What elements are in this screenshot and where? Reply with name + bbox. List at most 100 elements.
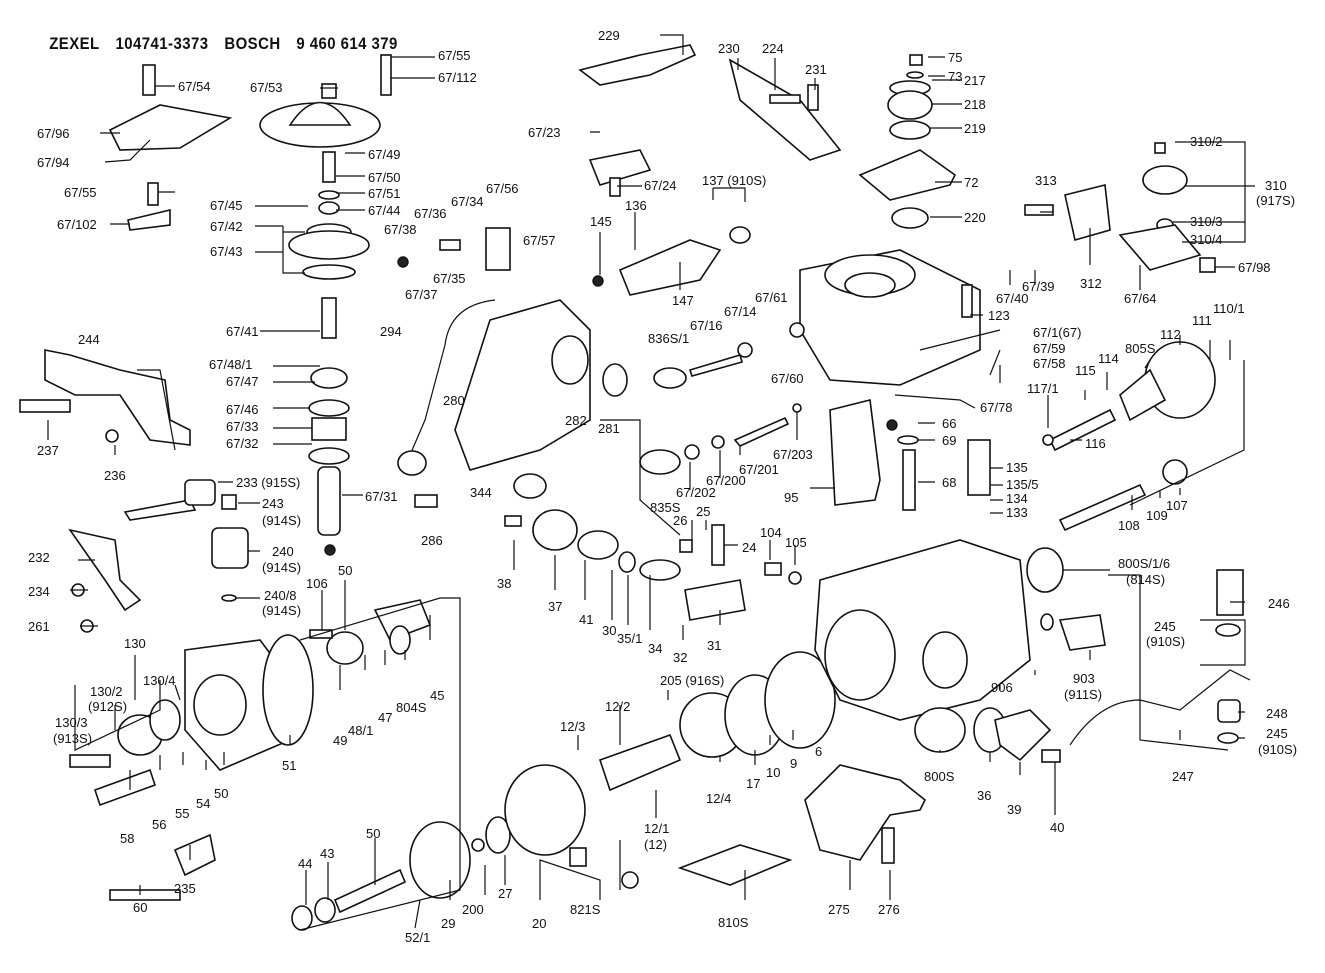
label-805S: 805S xyxy=(1125,341,1156,356)
seat-219 xyxy=(889,120,931,140)
shaft-108 xyxy=(1058,483,1147,532)
screw-67-24 xyxy=(609,177,621,197)
label-67-57: 67/57 xyxy=(523,233,556,248)
diaphragm-67-43 xyxy=(288,230,370,260)
label-49: 49 xyxy=(333,733,347,748)
label-9: 9 xyxy=(790,756,797,771)
label-276: 276 xyxy=(878,902,900,917)
label-67-56: 67/56 xyxy=(486,181,519,196)
label-109: 109 xyxy=(1146,508,1168,523)
screw-130-3 xyxy=(69,754,111,768)
bolt-276 xyxy=(881,827,895,864)
label-67-50: 67/50 xyxy=(368,170,401,185)
part-labels: 67/54 67/53 67/55 67/112 67/96 67/94 67/… xyxy=(28,28,1297,945)
label-67-78: 67/78 xyxy=(980,400,1013,415)
bolt-246 xyxy=(1216,569,1244,616)
valve-58 xyxy=(93,768,157,807)
label-75: 75 xyxy=(948,50,962,65)
label-243: 243 xyxy=(262,496,284,511)
sleeve-835S xyxy=(639,449,681,475)
pump-body-bore xyxy=(824,609,896,701)
label-123: 123 xyxy=(988,308,1010,323)
clip-235 xyxy=(173,833,216,877)
bolt-286 xyxy=(414,494,438,508)
label-114: 114 xyxy=(1098,351,1119,366)
bolt-231 xyxy=(807,84,819,111)
label-810S: 810S xyxy=(718,915,749,930)
label-910S-lower: (910S) xyxy=(1258,742,1297,757)
nut-67-33 xyxy=(311,417,347,441)
label-50-mid: 50 xyxy=(214,786,228,801)
screw-26 xyxy=(679,539,693,553)
cross-27 xyxy=(485,816,511,854)
label-116: 116 xyxy=(1085,436,1106,451)
label-110-1: 110/1 xyxy=(1213,301,1245,316)
label-12-1: 12/1 xyxy=(644,821,669,836)
ball-67-31 xyxy=(324,544,336,556)
plug-836S-1 xyxy=(653,367,687,389)
spring-224 xyxy=(769,94,801,104)
rod-67-41 xyxy=(321,297,337,339)
head-bore xyxy=(193,674,247,736)
label-67-45: 67/45 xyxy=(210,198,243,213)
o-ring-903 xyxy=(1040,613,1054,631)
label-54: 54 xyxy=(196,796,210,811)
label-67-64: 67/64 xyxy=(1124,291,1157,306)
washer-105 xyxy=(788,571,802,585)
label-800S: 800S xyxy=(924,769,955,784)
bracket-275 xyxy=(804,764,927,861)
label-219: 219 xyxy=(964,121,986,136)
label-29: 29 xyxy=(441,916,455,931)
washer-67-51 xyxy=(318,190,340,200)
screw-236 xyxy=(105,429,119,443)
label-247: 247 xyxy=(1172,769,1194,784)
label-25: 25 xyxy=(696,504,710,519)
spring-67-50 xyxy=(322,151,336,183)
label-67-201: 67/201 xyxy=(739,462,779,477)
screw-67-16 xyxy=(688,354,743,377)
washer-821S xyxy=(621,871,639,889)
label-67-38: 67/38 xyxy=(384,222,417,237)
label-12-3: 12/3 xyxy=(560,719,585,734)
screw-104 xyxy=(764,562,782,576)
screw-60 xyxy=(109,889,181,901)
label-248: 248 xyxy=(1266,706,1288,721)
label-229: 229 xyxy=(598,28,620,43)
cover-800S xyxy=(914,707,966,753)
plate-6 xyxy=(764,651,836,749)
label-230: 230 xyxy=(718,41,740,56)
label-6: 6 xyxy=(815,744,822,759)
label-112: 112 xyxy=(1160,327,1181,342)
label-67-202: 67/202 xyxy=(676,485,716,500)
nut-243 xyxy=(221,494,237,510)
label-906: 906 xyxy=(991,680,1013,695)
spring-220 xyxy=(891,207,929,229)
lever-229 xyxy=(578,44,697,86)
zexel-part-number: 104741-3373 xyxy=(115,34,209,53)
label-200: 200 xyxy=(462,902,484,917)
bracket-67-94 xyxy=(108,104,233,151)
label-67-98: 67/98 xyxy=(1238,260,1271,275)
label-133: 133 xyxy=(1006,505,1028,520)
label-12-4: 12/4 xyxy=(706,791,731,806)
pipe-294 xyxy=(409,299,496,456)
cap-67-98 xyxy=(1199,257,1216,273)
label-240: 240 xyxy=(272,544,294,559)
label-67-23: 67/23 xyxy=(528,125,561,140)
label-240-8: 240/8 xyxy=(264,588,297,603)
label-835S: 835S xyxy=(650,500,681,515)
valve-136 xyxy=(618,239,722,296)
label-35-1: 35/1 xyxy=(617,631,642,646)
label-236: 236 xyxy=(104,468,126,483)
gasket-set-810S xyxy=(677,844,793,886)
label-130-3: 130/3 xyxy=(55,715,88,730)
label-281: 281 xyxy=(598,421,620,436)
label-313: 313 xyxy=(1035,173,1057,188)
screw-310-2 xyxy=(1154,142,1166,154)
pipe-233 xyxy=(123,499,197,521)
nut-67-38 xyxy=(397,256,409,268)
valve-240 xyxy=(211,527,249,569)
nut-248 xyxy=(1217,699,1241,723)
label-48-1: 48/1 xyxy=(348,723,373,738)
